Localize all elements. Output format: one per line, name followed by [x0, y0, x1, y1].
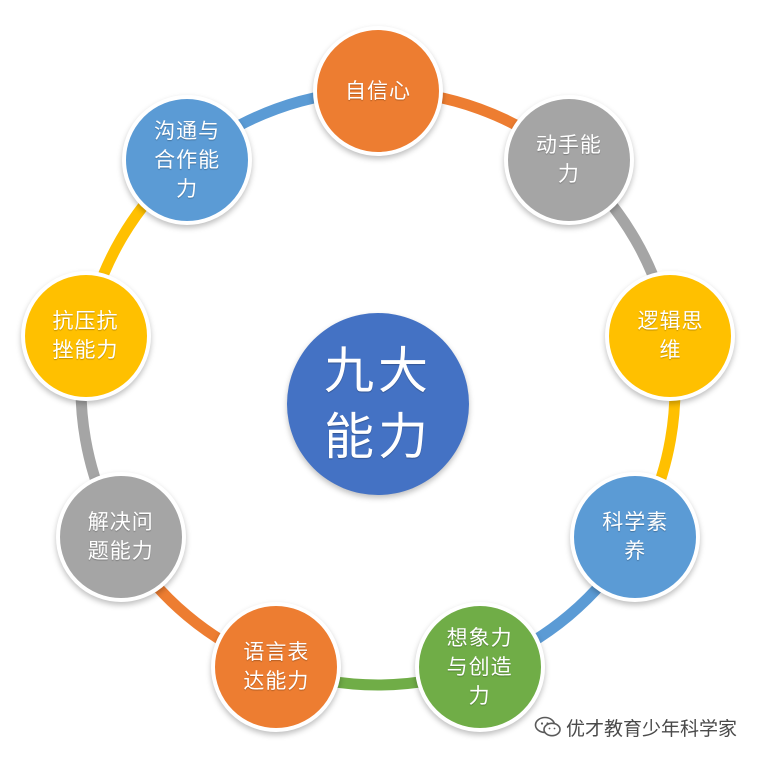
node-label: 逻辑思 维	[637, 309, 704, 363]
node-language-expression: 语言表 达能力	[211, 602, 342, 733]
node-label: 沟通与 合作能 力	[154, 118, 221, 201]
center-node: 九大 能力	[287, 313, 469, 495]
node-stress-resilience: 抗压抗 挫能力	[20, 271, 151, 402]
center-label: 九大 能力	[324, 342, 432, 466]
node-imagination-creativity: 想象力 与创造 力	[414, 602, 545, 733]
node-problem-solving: 解决问 题能力	[55, 471, 186, 602]
node-scientific-literacy: 科学素 养	[570, 471, 701, 602]
node-label: 自信心	[345, 78, 411, 103]
node-communication-cooperation: 沟通与 合作能 力	[122, 95, 253, 226]
node-label: 解决问 题能力	[87, 509, 154, 563]
node-label: 科学素 养	[602, 509, 669, 563]
node-hands-on-ability: 动手能 力	[503, 95, 634, 226]
node-label: 动手能 力	[535, 133, 602, 187]
watermark: 优才教育少年科学家	[534, 713, 737, 741]
node-self-confidence: 自信心	[313, 26, 443, 156]
watermark-text: 优才教育少年科学家	[566, 717, 738, 740]
wechat-icon	[534, 716, 561, 737]
node-label: 抗压抗 挫能力	[52, 309, 119, 363]
node-label: 想象力 与创造 力	[446, 625, 513, 708]
node-logical-thinking: 逻辑思 维	[605, 271, 736, 402]
node-label: 语言表 达能力	[243, 640, 310, 694]
